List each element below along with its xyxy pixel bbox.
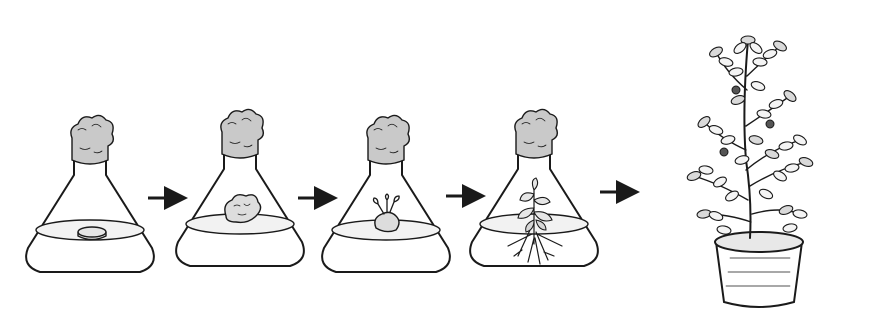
- leaf: [716, 225, 731, 235]
- leaf: [778, 204, 794, 216]
- leaf: [798, 156, 814, 168]
- leaf: [708, 124, 724, 136]
- flower-bud: [766, 120, 774, 128]
- leaf: [784, 163, 799, 173]
- shoot-bud-icon: [374, 194, 400, 232]
- leaf: [708, 45, 724, 59]
- leaf: [768, 98, 784, 110]
- leaf: [782, 223, 797, 233]
- leaf: [718, 56, 734, 67]
- leaf: [686, 170, 702, 182]
- flask-3: [322, 115, 450, 272]
- flask-4: [470, 109, 598, 266]
- leaf: [758, 187, 774, 200]
- flask-1: [26, 115, 154, 272]
- flower-bud: [732, 86, 740, 94]
- leaf: [728, 67, 743, 77]
- explant-disc-icon: [78, 227, 106, 240]
- leaf: [708, 210, 724, 222]
- flower-bud: [720, 148, 728, 156]
- leaf: [778, 141, 793, 151]
- flask-2: [176, 109, 304, 266]
- leaf: [750, 80, 766, 92]
- leaf: [762, 48, 778, 60]
- leaf: [712, 175, 728, 189]
- leaf: [724, 189, 740, 203]
- leaf: [748, 134, 764, 145]
- leaf: [792, 133, 808, 147]
- leaf: [792, 209, 807, 219]
- leaf: [782, 88, 798, 103]
